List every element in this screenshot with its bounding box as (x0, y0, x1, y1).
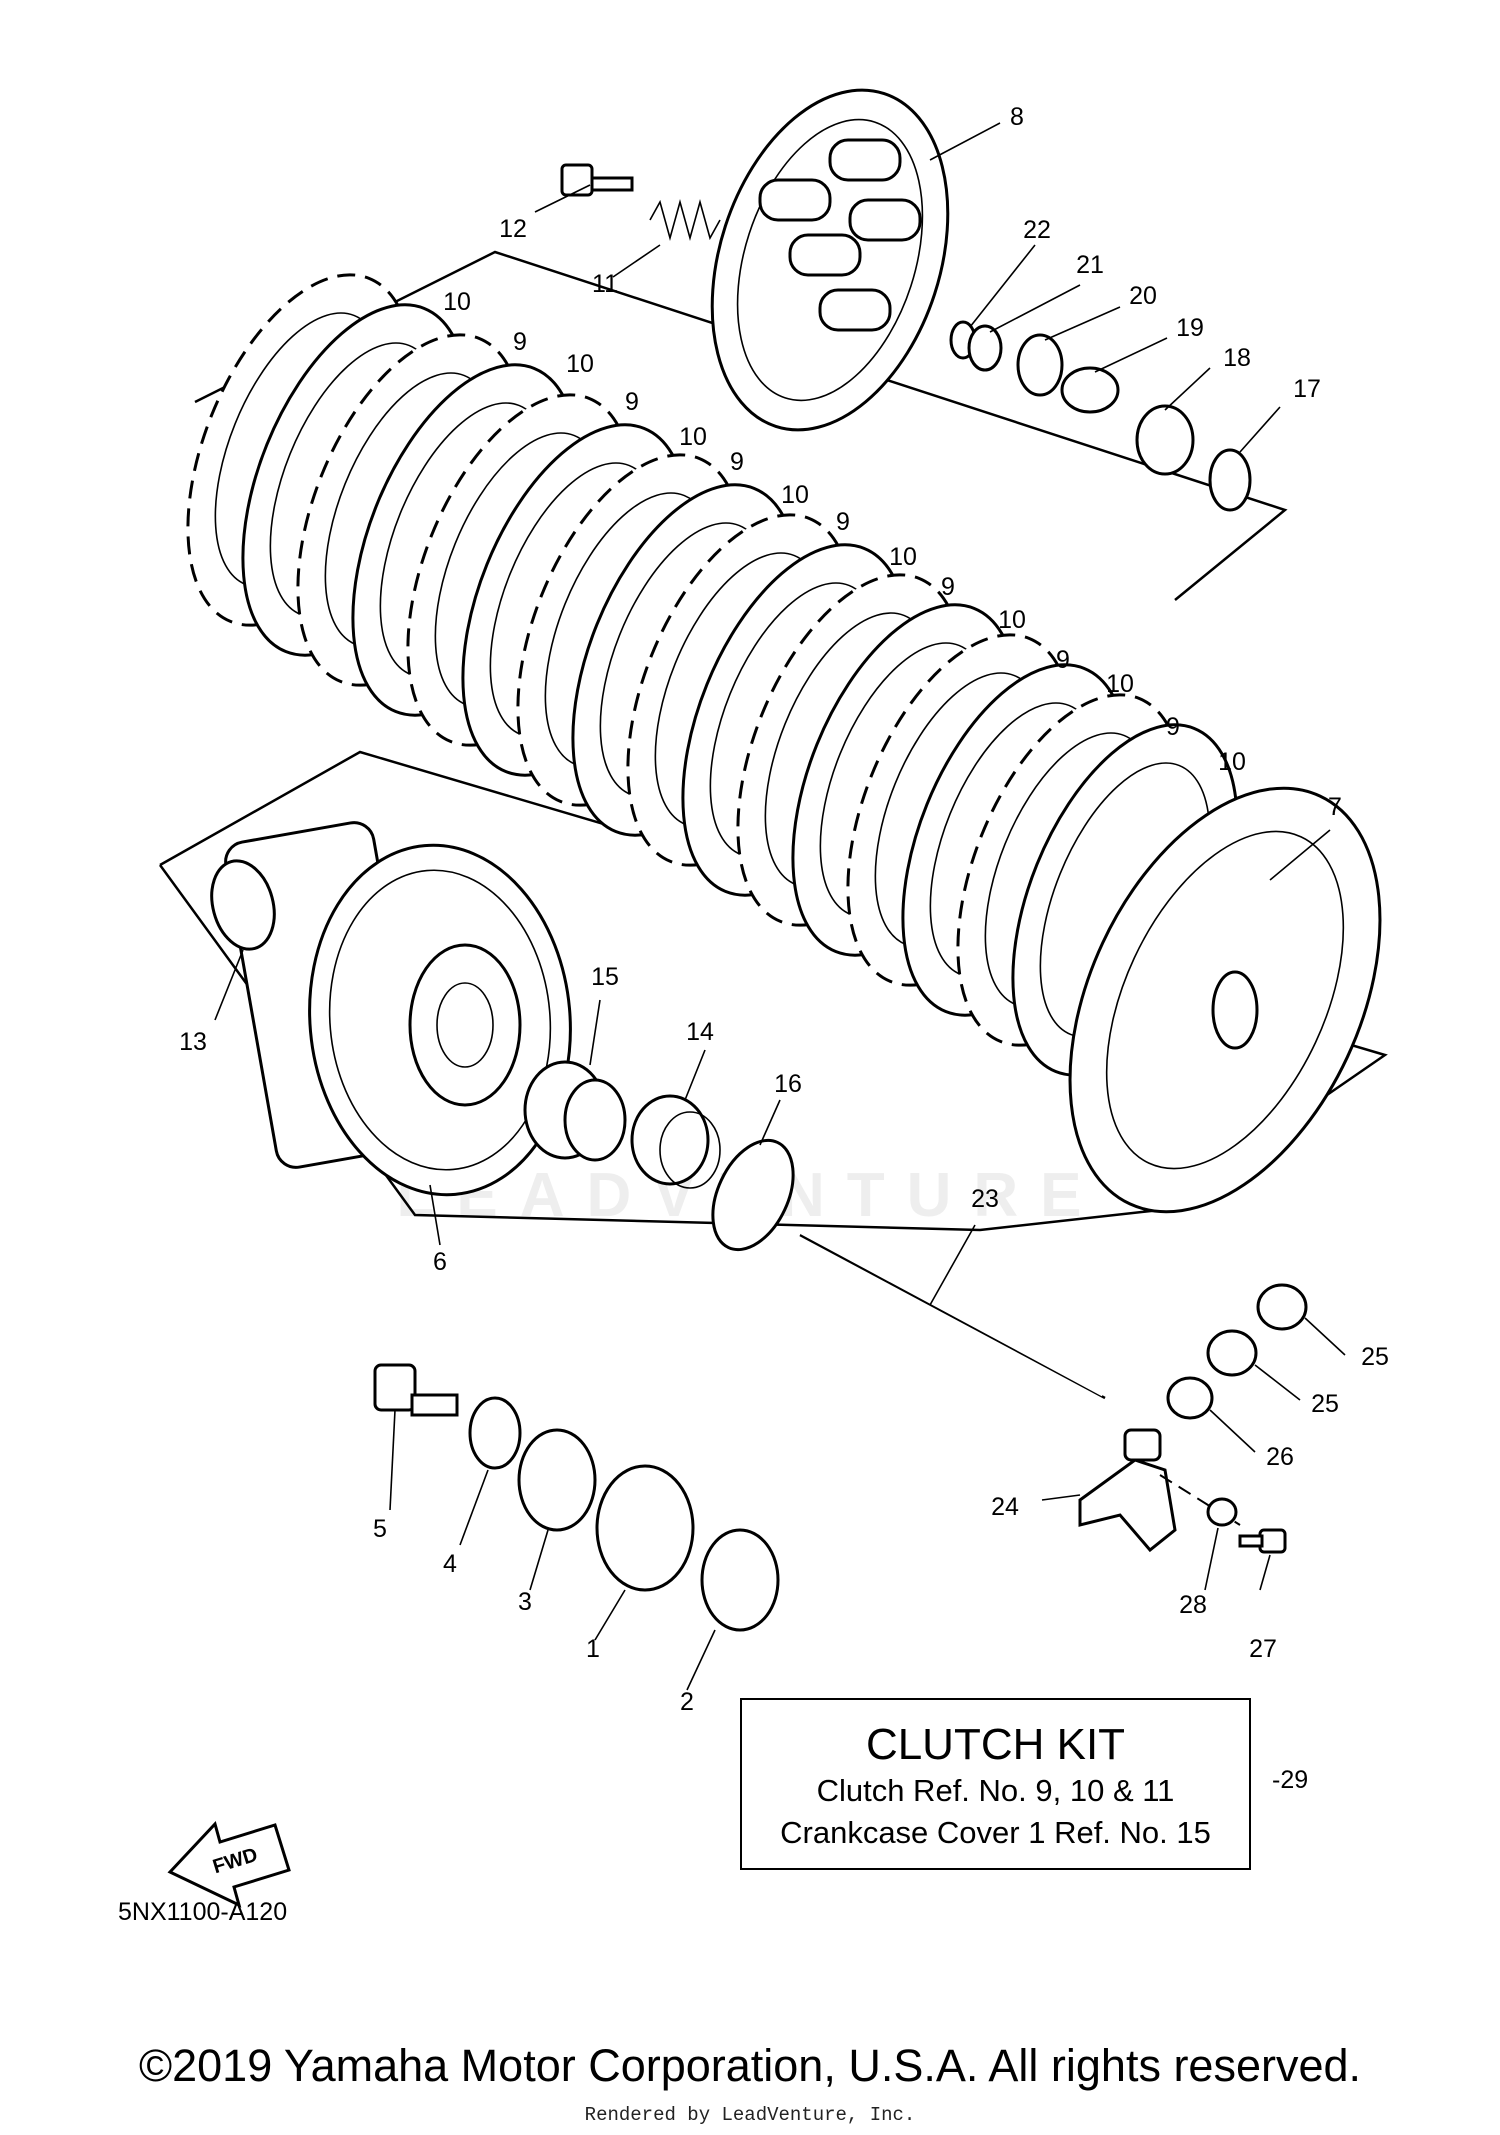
washer-16 (711, 1138, 795, 1252)
callout-24: 24 (991, 1493, 1019, 1521)
pressure-plate (710, 88, 950, 432)
callout-10-7: 10 (1106, 670, 1134, 698)
callout-14: 14 (686, 1018, 714, 1046)
callout-10-4: 10 (781, 481, 809, 509)
callout-12: 12 (499, 215, 527, 243)
lock-washer-17 (1208, 448, 1252, 512)
callout-9-5: 9 (941, 573, 955, 601)
callout-28: 28 (1179, 1591, 1207, 1619)
washer-28 (1206, 1497, 1238, 1527)
callout-1: 1 (586, 1635, 600, 1663)
spacer-14 (630, 1094, 721, 1189)
callout-10-2: 10 (566, 350, 594, 378)
callout-11: 11 (592, 270, 618, 298)
callout-8: 8 (1010, 103, 1024, 131)
bearing-2 (700, 1528, 780, 1632)
clutch-boss-7 (1068, 786, 1382, 1214)
callout-10-5: 10 (889, 543, 917, 571)
gear-3 (517, 1428, 597, 1532)
callout-27: 27 (1249, 1635, 1277, 1663)
callout-29: -29 (1272, 1766, 1309, 1794)
oil-seal-26 (1166, 1376, 1214, 1420)
callout-21: 21 (1076, 251, 1104, 279)
bearing-25a (1256, 1283, 1308, 1331)
callout-15: 15 (591, 963, 619, 991)
bearing-25b (1206, 1329, 1258, 1377)
callout-2: 2 (680, 1688, 694, 1716)
callout-7: 7 (1328, 793, 1342, 821)
thrust-washer-13 (210, 859, 276, 951)
rod-19 (1060, 366, 1120, 414)
callout-4: 4 (443, 1550, 457, 1578)
callout-9-7: 9 (1166, 713, 1180, 741)
clutch-kit-box: CLUTCH KIT Clutch Ref. No. 9, 10 & 11 Cr… (740, 1698, 1251, 1870)
washer-4 (468, 1396, 522, 1470)
kit-line-2: Crankcase Cover 1 Ref. No. 15 (780, 1815, 1211, 1850)
callout-9-2: 9 (625, 388, 639, 416)
push-lever-24 (1078, 1428, 1177, 1553)
callout-16: 16 (774, 1070, 802, 1098)
callout-19: 19 (1176, 314, 1204, 342)
gear-1 (595, 1464, 695, 1592)
callout-22: 22 (1023, 216, 1051, 244)
callout-9-3: 9 (730, 448, 744, 476)
callout-9: 9 (513, 328, 527, 356)
leader-lines (214, 122, 1346, 1691)
callout-10-6: 10 (998, 606, 1026, 634)
callout-9-4: 9 (836, 508, 850, 536)
nut-18 (1135, 404, 1195, 476)
bolt-12 (560, 163, 634, 197)
diagram-code: 5NX1100-A120 (118, 1898, 288, 1926)
fwd-arrow-icon: FWD (167, 1821, 291, 1908)
callout-5: 5 (373, 1515, 387, 1543)
bolt-5 (373, 1363, 459, 1417)
washer-21 (967, 324, 1003, 372)
kit-title: CLUTCH KIT (865, 1720, 1126, 1769)
screw-27 (1238, 1528, 1287, 1554)
callout-9-6: 9 (1056, 646, 1070, 674)
rendered-by-notice: Rendered by LeadVenture, Inc. (584, 2104, 916, 2126)
callout-6: 6 (433, 1248, 447, 1276)
callout-10: 10 (443, 288, 471, 316)
clutch-housing-6 (224, 821, 572, 1197)
callout-25: 25 (1361, 1343, 1389, 1371)
spring-11 (649, 199, 721, 241)
push-rod-23 (799, 1229, 1106, 1400)
callout-18: 18 (1223, 344, 1251, 372)
callout-13: 13 (179, 1028, 207, 1056)
bearing-20 (1016, 333, 1064, 397)
callout-17: 17 (1293, 375, 1321, 403)
callout-20: 20 (1129, 282, 1157, 310)
kit-line-1: Clutch Ref. No. 9, 10 & 11 (816, 1773, 1175, 1808)
callout-3: 3 (518, 1588, 532, 1616)
callout-10-8: 10 (1218, 748, 1246, 776)
callout-10-3: 10 (679, 423, 707, 451)
copyright-notice: ©2019 Yamaha Motor Corporation, U.S.A. A… (138, 2040, 1362, 2091)
callout-23: 23 (971, 1185, 999, 1213)
needle-bearing-15 (523, 1060, 627, 1162)
callout-26: 26 (1266, 1443, 1294, 1471)
callout-25-2: 25 (1311, 1390, 1339, 1418)
